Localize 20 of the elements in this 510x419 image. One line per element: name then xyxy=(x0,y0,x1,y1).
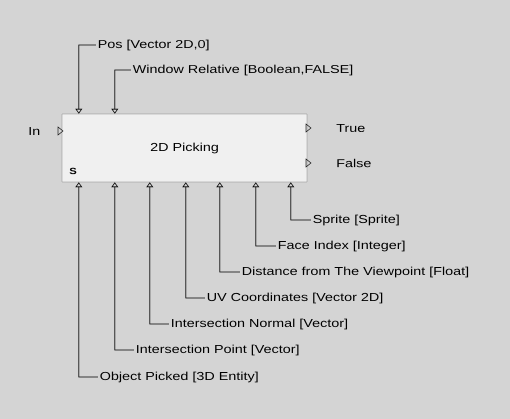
connector-line xyxy=(252,182,276,246)
connector-line xyxy=(182,182,206,298)
port-label: False xyxy=(337,158,371,168)
parameter-label: Pos [Vector 2D,0] xyxy=(98,40,209,50)
parameter-label: Sprite [Sprite] xyxy=(313,214,399,226)
port-label: True xyxy=(336,124,365,132)
connector-line xyxy=(111,182,134,350)
parameter-label: Face Index [Integer] xyxy=(278,240,404,252)
connector-line xyxy=(75,182,98,378)
block-box: 2D Picking S xyxy=(62,114,308,182)
parameter-label: UV Coordinates [Vector 2D] xyxy=(208,292,382,304)
parameter-label: Intersection Point [Vector] xyxy=(137,344,298,356)
parameter-label: Window Relative [Boolean,FALSE] xyxy=(132,64,352,76)
connector-line xyxy=(146,182,170,324)
parameter-label: Intersection Normal [Vector] xyxy=(172,318,348,330)
parameter-label: Distance from The Viewpoint [Float] xyxy=(242,266,468,278)
connector-line xyxy=(216,182,240,272)
port-label: In xyxy=(30,127,40,135)
connector-line xyxy=(287,182,312,220)
parameter-label: Object Picked [3D Entity] xyxy=(100,372,258,382)
